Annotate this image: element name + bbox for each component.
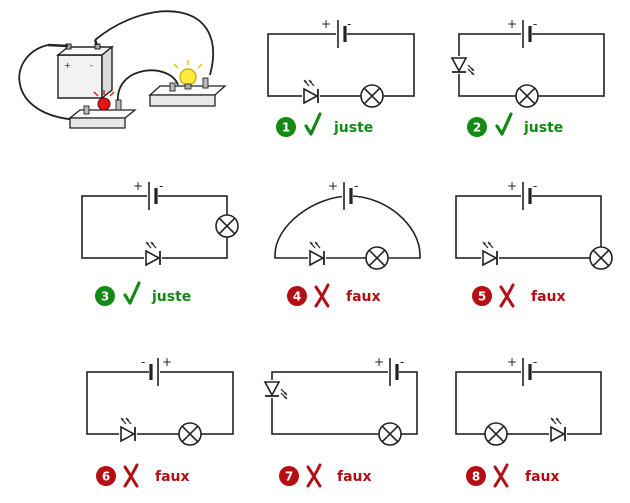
check-mark-icon <box>123 281 141 305</box>
circuit-1: + - <box>267 17 415 108</box>
circuit-3: + - <box>81 179 239 267</box>
check-mark-icon <box>495 112 513 136</box>
cross-mark-icon <box>314 283 330 308</box>
plus-sign: + <box>321 17 331 31</box>
cross-mark-icon <box>493 463 509 488</box>
plus-sign: + <box>374 355 384 369</box>
svg-text:-: - <box>90 61 93 70</box>
battery-symbol: - + <box>141 355 172 386</box>
verdict-label: faux <box>531 289 566 305</box>
led-symbol <box>117 416 139 443</box>
lamp-symbol <box>178 422 202 446</box>
verdict-7: 7 faux <box>279 463 372 488</box>
circuit-number: 5 <box>478 290 486 304</box>
verdict-3: 3 juste <box>95 281 191 306</box>
minus-sign: - <box>347 17 351 31</box>
battery-symbol: + - <box>328 179 358 210</box>
lamp-symbol <box>515 84 539 108</box>
verdict-6: 6 faux <box>96 463 190 488</box>
verdict-label: juste <box>523 120 563 136</box>
cross-mark-icon <box>306 463 322 488</box>
circuit-6: - + <box>86 355 234 446</box>
plus-sign: + <box>162 355 172 369</box>
led-symbol <box>263 378 289 401</box>
cross-mark-icon <box>499 283 515 308</box>
circuit-4: + - <box>274 179 421 270</box>
minus-sign: - <box>533 355 537 369</box>
circuit-number: 4 <box>293 290 301 304</box>
circuit-8: + - <box>455 355 602 446</box>
minus-sign: - <box>159 179 163 193</box>
led-symbol <box>547 416 569 443</box>
circuit-7: + - <box>263 355 418 446</box>
circuit-number: 8 <box>472 470 480 484</box>
lamp-symbol <box>378 422 402 446</box>
plus-sign: + <box>507 17 517 31</box>
number-badge <box>472 286 492 306</box>
verdict-label: faux <box>155 469 190 485</box>
lamp-symbol <box>215 214 239 238</box>
battery-symbol: + - <box>374 355 404 386</box>
circuit-number: 7 <box>285 470 293 484</box>
plus-sign: + <box>507 179 517 193</box>
verdict-1: 1 juste <box>276 112 373 137</box>
verdict-label: juste <box>333 120 373 136</box>
minus-sign: - <box>400 355 404 369</box>
battery-symbol: + - <box>507 355 537 386</box>
lamp-symbol <box>589 246 613 270</box>
verdict-label: faux <box>346 289 381 305</box>
lamp-board-illustration <box>148 60 227 107</box>
led-board-illustration <box>68 90 137 129</box>
number-badge <box>466 466 486 486</box>
check-mark-icon <box>304 112 322 136</box>
minus-sign: - <box>533 179 537 193</box>
number-badge <box>279 466 299 486</box>
circuit-number: 3 <box>101 290 109 304</box>
minus-sign: - <box>533 17 537 31</box>
verdict-2: 2 juste <box>467 112 563 137</box>
lamp-symbol <box>365 246 389 270</box>
plus-sign: + <box>328 179 338 193</box>
verdict-label: faux <box>525 469 560 485</box>
circuit-5: + - <box>455 179 613 270</box>
svg-text:+: + <box>64 61 71 70</box>
number-badge <box>467 117 487 137</box>
number-badge <box>96 466 116 486</box>
circuit-2: + - <box>450 17 605 108</box>
led-symbol <box>306 240 328 267</box>
led-symbol <box>142 240 164 267</box>
verdict-5: 5 faux <box>472 283 566 308</box>
circuit-number: 6 <box>102 470 110 484</box>
lamp-symbol <box>360 84 384 108</box>
circuit-illustration: + - <box>18 10 227 129</box>
number-badge <box>287 286 307 306</box>
number-badge <box>95 286 115 306</box>
verdict-label: juste <box>151 289 191 305</box>
battery-symbol: + - <box>321 17 351 48</box>
verdict-4: 4 faux <box>287 283 381 308</box>
battery-illustration: + - <box>47 39 114 100</box>
led-symbol <box>450 54 476 77</box>
battery-symbol: + - <box>133 179 163 210</box>
led-symbol <box>300 78 322 105</box>
circuit-number: 2 <box>473 121 481 135</box>
minus-sign: - <box>354 179 358 193</box>
cross-mark-icon <box>123 463 139 488</box>
battery-symbol: + - <box>507 17 537 48</box>
verdict-label: faux <box>337 469 372 485</box>
led-symbol <box>479 240 501 267</box>
plus-sign: + <box>507 355 517 369</box>
verdict-8: 8 faux <box>466 463 560 488</box>
number-badge <box>276 117 296 137</box>
circuit-number: 1 <box>282 121 290 135</box>
battery-symbol: + - <box>507 179 537 210</box>
lamp-symbol <box>484 422 508 446</box>
plus-sign: + <box>133 179 143 193</box>
minus-sign: - <box>141 355 145 369</box>
